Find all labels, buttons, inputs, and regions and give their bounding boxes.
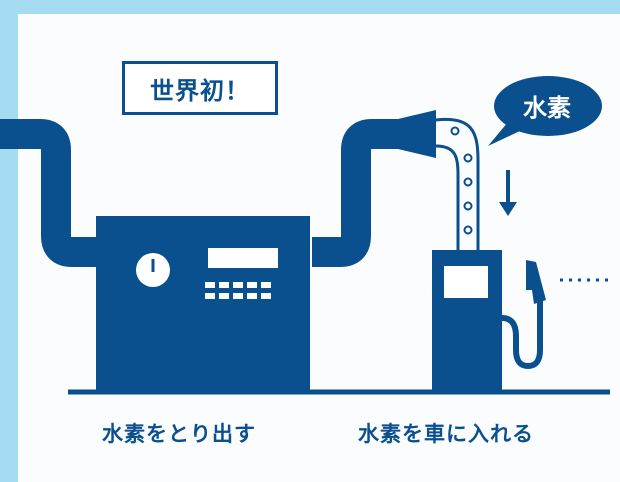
generator-keypad [205,282,271,299]
hydrogen-bubble [463,177,473,187]
speech-bubble [488,76,602,146]
dispenser-screen [444,266,488,298]
hydrogen-bubble [450,126,460,136]
hydrogen-bubble [463,153,473,163]
hydrogen-bubble [463,225,473,235]
hydrogen-tube-inner [435,144,460,250]
hydrogen-dispenser [432,250,502,392]
speech-bubble-label: 水素 [523,93,571,122]
fuel-nozzle-icon [499,260,546,370]
generator-display [208,248,278,268]
hydrogen-generator [96,216,310,392]
inlet-pipe [0,119,100,267]
caption-extract-hydrogen: 水素をとり出す [102,422,256,446]
gauge-icon [136,253,170,287]
world-first-badge: 世界初！ [122,61,278,115]
funnel [398,110,436,158]
caption-fill-car: 水素を車に入れる [358,422,534,446]
arrow-down-icon [499,170,517,216]
outlet-pipe [312,119,400,267]
hydrogen-bubble [463,201,473,211]
hydrogen-tube [435,117,480,250]
